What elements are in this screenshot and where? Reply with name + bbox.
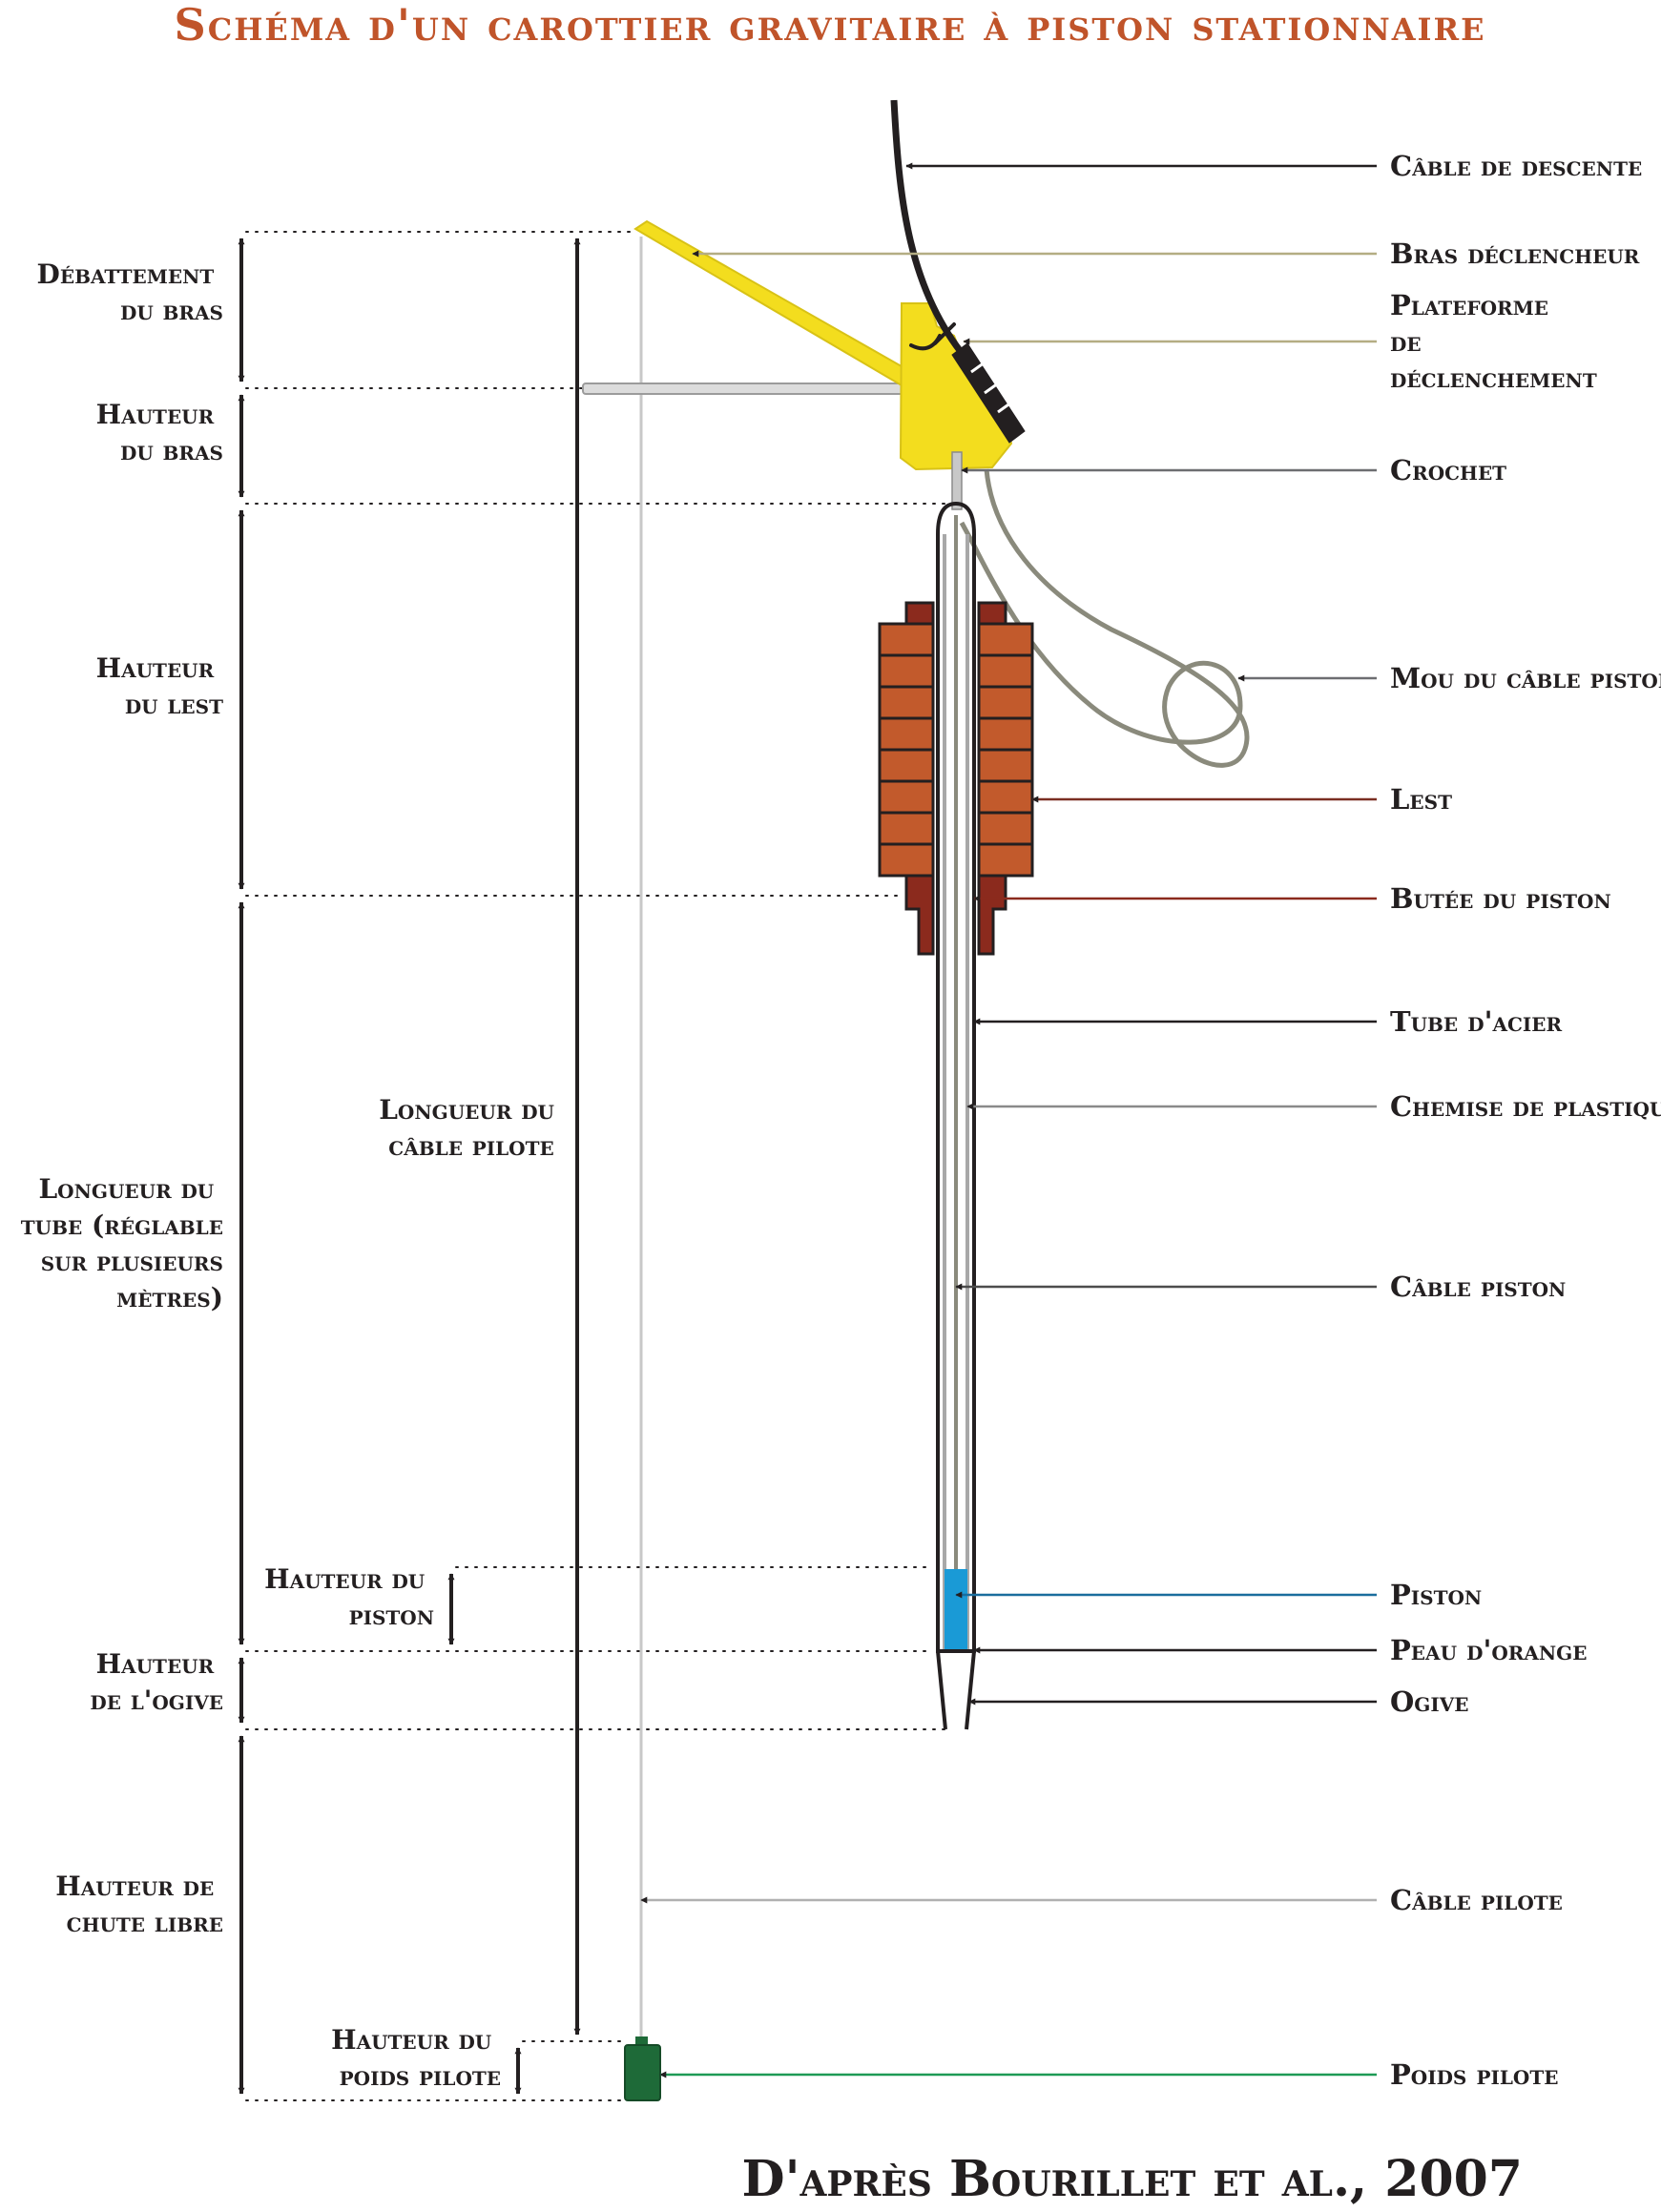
- piston-stop: [904, 874, 1007, 956]
- dim-label-hauteur-chute-libre: Hauteur de chute libre: [55, 1871, 223, 1938]
- dim-label-longueur-cable-pilote: Longueur du câble pilote: [379, 1094, 564, 1162]
- label-mou-cable-piston: Mou du câble piston: [1390, 662, 1661, 694]
- label-cable-piston: Câble piston: [1390, 1271, 1566, 1303]
- label-lest: Lest: [1390, 783, 1452, 816]
- label-crochet: Crochet: [1390, 454, 1506, 486]
- component-labels: Câble de descente Bras déclencheur Plate…: [1390, 150, 1661, 2091]
- ballast-right: [977, 601, 1034, 878]
- pilot-weight: [624, 2036, 661, 2101]
- arm-bar: [582, 382, 932, 395]
- steel-tube: [936, 501, 976, 1651]
- cable-sheath: [951, 342, 1026, 444]
- label-cable-pilote: Câble pilote: [1390, 1884, 1563, 1916]
- piston: [945, 1569, 967, 1649]
- dim-label-hauteur-ogive: Hauteur de l'ogive: [90, 1648, 223, 1716]
- label-peau-orange: Peau d'orange: [1390, 1634, 1588, 1666]
- label-cable-descente: Câble de descente: [1390, 150, 1642, 182]
- label-chemise-plastique: Chemise de plastique: [1390, 1090, 1661, 1123]
- credit: D'après Bourillet et al., 2007: [741, 2150, 1523, 2208]
- label-piston: Piston: [1390, 1579, 1482, 1611]
- dim-label-hauteur-bras: Hauteur du bras: [96, 399, 223, 466]
- dimension-arrows: [238, 238, 581, 2095]
- label-tube-acier: Tube d'acier: [1390, 1005, 1563, 1038]
- corer-apparatus: [582, 99, 1250, 2101]
- dim-label-hauteur-lest: Hauteur du lest: [96, 652, 223, 720]
- label-ogive: Ogive: [1390, 1685, 1468, 1718]
- dim-label-hauteur-poids-pilote: Hauteur du poids pilote: [331, 2024, 501, 2092]
- label-bras-declencheur: Bras déclencheur: [1390, 238, 1640, 270]
- dim-label-hauteur-piston: Hauteur du piston: [264, 1563, 434, 1631]
- piston-cable-slack: [959, 468, 1250, 768]
- label-poids-pilote: Poids pilote: [1390, 2058, 1558, 2091]
- ballast-left: [878, 601, 935, 878]
- dim-label-debattement-bras: Débattement du bras: [37, 258, 223, 326]
- hook: [951, 451, 963, 510]
- reference-lines: [245, 231, 945, 2101]
- descent-cable: [890, 99, 968, 361]
- nose-cone: [936, 1650, 976, 1730]
- label-butee-piston: Butée du piston: [1390, 882, 1611, 915]
- dimension-labels: Débattement du bras Hauteur du bras Haut…: [21, 258, 564, 2092]
- diagram-title: Schéma d'un carottier gravitaire à pisto…: [175, 0, 1486, 51]
- label-arrows: [640, 162, 1377, 2078]
